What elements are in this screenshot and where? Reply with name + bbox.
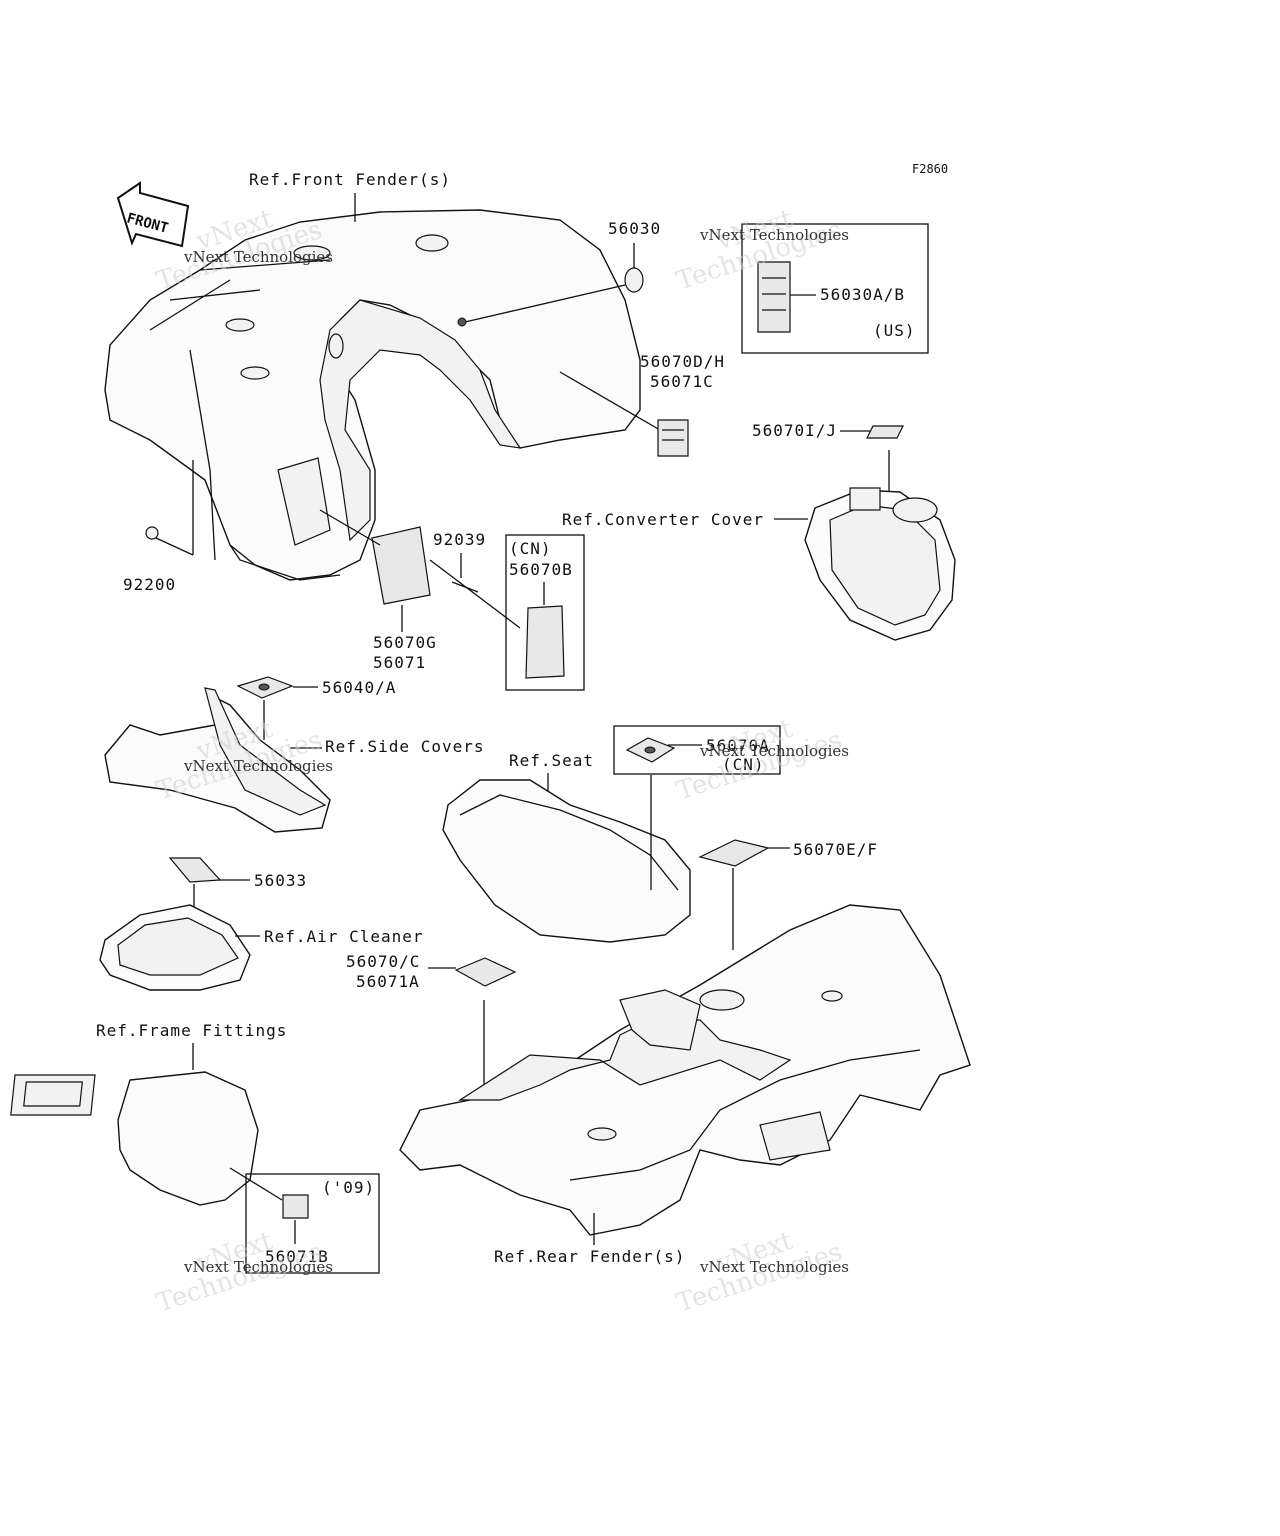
label-56030ab-icon <box>757 261 791 333</box>
front-fender-drawing <box>104 209 641 581</box>
region-us: (US) <box>873 321 916 340</box>
part-56071b: 56071B <box>265 1247 329 1266</box>
part-56071: 56071 <box>373 653 426 672</box>
decal-56070c-icon <box>454 957 517 987</box>
ref-frame-fittings: Ref.Frame Fittings <box>96 1021 287 1040</box>
svg-text:vNext Technologies: vNext Technologies <box>699 1258 849 1276</box>
ref-air-cleaner: Ref.Air Cleaner <box>264 927 424 946</box>
watermark-6: vNext Technologies vNext Technologies <box>673 1226 849 1319</box>
converter-cover-drawing <box>804 487 956 641</box>
figure-code: F2860 <box>912 162 948 176</box>
part-56040a: 56040/A <box>322 678 396 697</box>
decal-56070ij-icon <box>866 425 904 439</box>
year-09: ('09) <box>322 1178 375 1197</box>
part-56070g: 56070G <box>373 633 437 652</box>
decal-56070b-icon <box>525 605 565 679</box>
decal-56071b-icon <box>282 1194 309 1219</box>
svg-text:vNext Technologies: vNext Technologies <box>699 226 849 244</box>
part-56071a: 56071A <box>356 972 420 991</box>
svg-text:vNext Technologies: vNext Technologies <box>183 1258 333 1276</box>
ref-converter-cover: Ref.Converter Cover <box>562 510 764 529</box>
decal-56033-icon <box>168 857 222 883</box>
decal-56070dh-icon <box>657 419 689 457</box>
svg-text:vNext Technologies: vNext Technologies <box>183 757 333 775</box>
part-56070dh: 56070D/H <box>640 352 725 371</box>
front-arrow-icon: FRONT <box>116 181 190 248</box>
frame-fittings-drawing <box>10 1071 259 1206</box>
ref-rear-fender: Ref.Rear Fender(s) <box>494 1247 685 1266</box>
ref-seat: Ref.Seat <box>509 751 594 770</box>
part-56070a: 56070A <box>706 736 770 755</box>
svg-text:vNext Technologies: vNext Technologies <box>699 742 849 760</box>
watermark-5: vNext Technologies vNext Technologies <box>153 1226 333 1319</box>
watermark-4: vNext Technologies vNext Technologies <box>673 714 849 807</box>
part-56070ij: 56070I/J <box>752 421 837 440</box>
part-56071c: 56071C <box>650 372 714 391</box>
part-56033: 56033 <box>254 871 307 890</box>
part-56070c: 56070/C <box>346 952 420 971</box>
side-covers-drawing <box>104 687 331 833</box>
part-56030: 56030 <box>608 219 661 238</box>
part-56070ef: 56070E/F <box>793 840 878 859</box>
part-56030ab: 56030A/B <box>820 285 905 304</box>
seat-drawing <box>442 779 691 943</box>
region-cn-2: (CN) <box>722 755 765 774</box>
decal-56070ef-icon <box>698 839 770 867</box>
svg-text:vNext Technologies: vNext Technologies <box>183 248 333 266</box>
part-92200: 92200 <box>123 575 176 594</box>
part-56070b: 56070B <box>509 560 573 579</box>
part-92039: 92039 <box>433 530 486 549</box>
rear-fender-drawing <box>399 904 971 1236</box>
ref-front-fender: Ref.Front Fender(s) <box>249 170 451 189</box>
air-cleaner-drawing <box>99 904 251 991</box>
region-cn-1: (CN) <box>509 539 552 558</box>
decal-56070g-icon <box>371 526 431 605</box>
ref-side-covers: Ref.Side Covers <box>325 737 485 756</box>
